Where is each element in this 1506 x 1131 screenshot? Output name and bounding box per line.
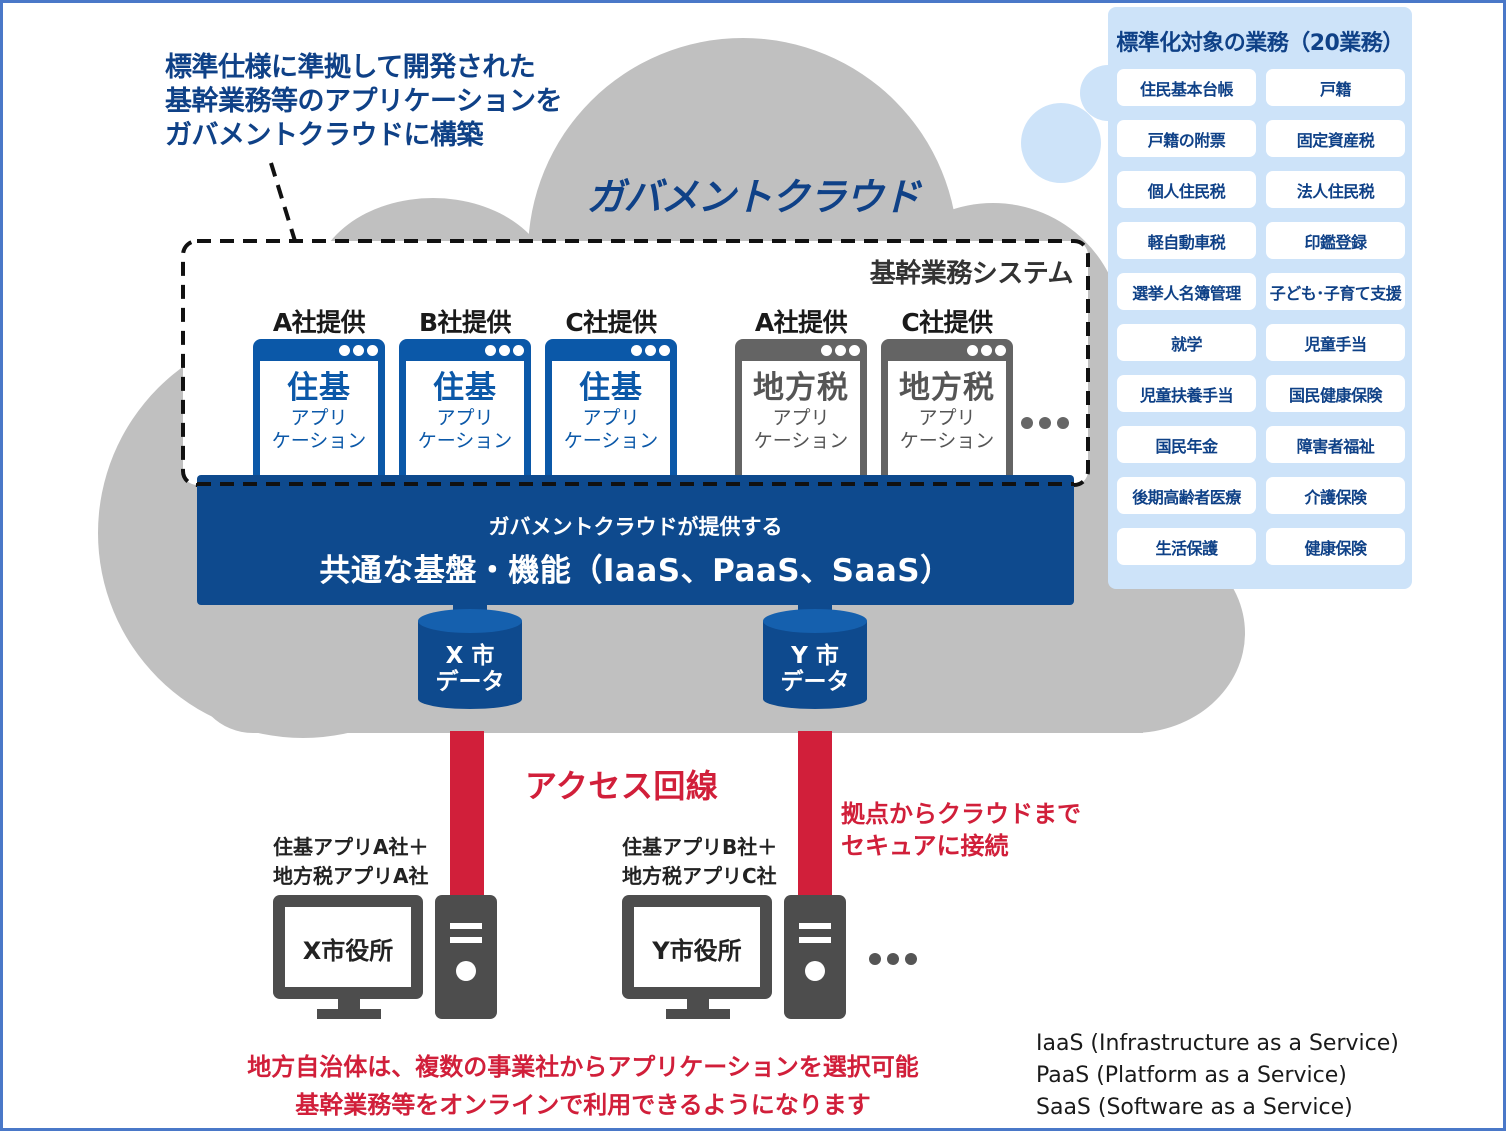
- app-card-tax-a: 地方税 アプリ ケーション: [735, 339, 867, 477]
- message-line: 基幹業務等をオンラインで利用できるようになります: [295, 1091, 871, 1119]
- task-item: 国民健康保険: [1266, 375, 1405, 412]
- task-item: 固定資産税: [1266, 120, 1405, 157]
- access-line-y: [798, 731, 832, 895]
- app-card-tax-c: 地方税 アプリ ケーション: [881, 339, 1013, 477]
- cloud-title: ガバメントクラウド: [586, 175, 920, 219]
- app-sub: アプリ: [436, 407, 494, 429]
- office-app-line: 地方税アプリC社: [622, 864, 777, 888]
- app-sub: ケーション: [753, 430, 849, 452]
- office-app-line: 住基アプリB社＋: [622, 835, 778, 859]
- office-x-apps: 住基アプリA社＋ 地方税アプリA社: [273, 833, 428, 891]
- app-name: 住基: [433, 370, 497, 406]
- database-cylinder-y: [763, 609, 867, 709]
- office-app-line: 住基アプリA社＋: [273, 835, 429, 859]
- vendor-label: A社提供: [754, 308, 848, 337]
- app-sub: アプリ: [290, 407, 348, 429]
- db-label-x: X 市 データ: [418, 643, 522, 695]
- task-item: 健康保険: [1266, 528, 1405, 565]
- legend-line: PaaS (Platform as a Service): [1036, 1063, 1347, 1088]
- common-platform-bar: ガバメントクラウドが提供する 共通な基盤・機能（IaaS、PaaS、SaaS）: [197, 475, 1074, 605]
- message-line: 地方自治体は、複数の事業社からアプリケーションを選択可能: [247, 1053, 919, 1081]
- office-y-apps: 住基アプリB社＋ 地方税アプリC社: [622, 833, 777, 891]
- task-item: 障害者福祉: [1266, 426, 1405, 463]
- app-sub: アプリ: [582, 407, 640, 429]
- secure-line: セキュアに接続: [841, 832, 1009, 860]
- app-card-juki-b: 住基 アプリ ケーション: [399, 339, 531, 477]
- secure-connection-note: 拠点からクラウドまで セキュアに接続: [841, 798, 1081, 862]
- db-line: X 市: [445, 643, 495, 669]
- vendor-label: C社提供: [565, 308, 657, 337]
- platform-title: 共通な基盤・機能（IaaS、PaaS、SaaS）: [319, 553, 952, 589]
- task-item: 個人住民税: [1117, 171, 1256, 208]
- task-item: 印鑑登録: [1266, 222, 1405, 259]
- task-item: 選挙人名簿管理: [1117, 273, 1256, 310]
- app-name: 地方税: [899, 370, 995, 406]
- app-name: 地方税: [753, 370, 849, 406]
- db-label-y: Y 市 データ: [763, 643, 867, 695]
- window-dots-icon: [339, 345, 378, 356]
- more-offices-ellipsis: [869, 953, 917, 965]
- app-sub: ケーション: [271, 430, 367, 452]
- task-item: 生活保護: [1117, 528, 1256, 565]
- db-line: データ: [435, 669, 505, 695]
- window-dots-icon: [821, 345, 860, 356]
- task-item: 戸籍の附票: [1117, 120, 1256, 157]
- task-item: 児童扶養手当: [1117, 375, 1256, 412]
- platform-subtitle: ガバメントクラウドが提供する: [488, 515, 783, 539]
- app-sub: ケーション: [899, 430, 995, 452]
- callout-line: ガバメントクラウドに構築: [165, 120, 483, 151]
- app-sub: アプリ: [772, 407, 830, 429]
- secure-line: 拠点からクラウドまで: [841, 800, 1081, 828]
- task-item: 住民基本台帳: [1117, 69, 1256, 106]
- task-item: 子ども･子育て支援: [1266, 273, 1405, 310]
- core-system-label: 基幹業務システム: [869, 259, 1074, 289]
- app-name: 住基: [287, 370, 351, 406]
- task-item: 国民年金: [1117, 426, 1256, 463]
- bottom-message: 地方自治体は、複数の事業社からアプリケーションを選択可能 基幹業務等をオンライン…: [153, 1048, 1013, 1124]
- vendor-label: C社提供: [901, 308, 993, 337]
- office-x-name: X市役所: [302, 937, 394, 965]
- callout-line: 基幹業務等のアプリケーションを: [165, 86, 562, 117]
- app-sub: ケーション: [563, 430, 659, 452]
- callout-note: 標準仕様に準拠して開発された 基幹業務等のアプリケーションを ガバメントクラウド…: [165, 51, 562, 153]
- task-item: 就学: [1117, 324, 1256, 361]
- standard-tasks-title: 標準化対象の業務（20業務）: [1116, 31, 1404, 56]
- db-line: データ: [780, 669, 850, 695]
- db-line: Y 市: [791, 643, 839, 669]
- legend-line: SaaS (Software as a Service): [1036, 1095, 1353, 1120]
- standard-tasks-grid: 住民基本台帳 戸籍 戸籍の附票 固定資産税 個人住民税 法人住民税 軽自動車税 …: [1117, 69, 1407, 565]
- access-line-label: アクセス回線: [525, 767, 719, 805]
- task-item: 児童手当: [1266, 324, 1405, 361]
- task-item: 後期高齢者医療: [1117, 477, 1256, 514]
- app-card-juki-a: 住基 アプリ ケーション: [253, 339, 385, 477]
- app-sub: ケーション: [417, 430, 513, 452]
- window-dots-icon: [485, 345, 524, 356]
- task-item: 軽自動車税: [1117, 222, 1256, 259]
- task-item: 戸籍: [1266, 69, 1405, 106]
- office-app-line: 地方税アプリA社: [273, 864, 429, 888]
- dashed-box-bottom-edge: [197, 482, 1074, 486]
- callout-line: 標準仕様に準拠して開発された: [165, 52, 536, 83]
- more-apps-ellipsis-icon: [1021, 417, 1069, 429]
- task-item: 法人住民税: [1266, 171, 1405, 208]
- vendor-label: A社提供: [272, 308, 366, 337]
- app-sub: アプリ: [918, 407, 976, 429]
- app-name: 住基: [579, 370, 643, 406]
- legend-line: IaaS (Infrastructure as a Service): [1036, 1031, 1399, 1056]
- access-line-x: [450, 731, 484, 895]
- window-dots-icon: [631, 345, 670, 356]
- task-item: 介護保険: [1266, 477, 1405, 514]
- service-legend: IaaS (Infrastructure as a Service) PaaS …: [1036, 1028, 1399, 1124]
- office-y-name: Y市役所: [652, 937, 742, 965]
- callout-pointer: [269, 162, 297, 242]
- window-dots-icon: [967, 345, 1006, 356]
- database-cylinder-x: [418, 609, 522, 709]
- vendor-label: B社提供: [418, 308, 512, 337]
- app-card-juki-c: 住基 アプリ ケーション: [545, 339, 677, 477]
